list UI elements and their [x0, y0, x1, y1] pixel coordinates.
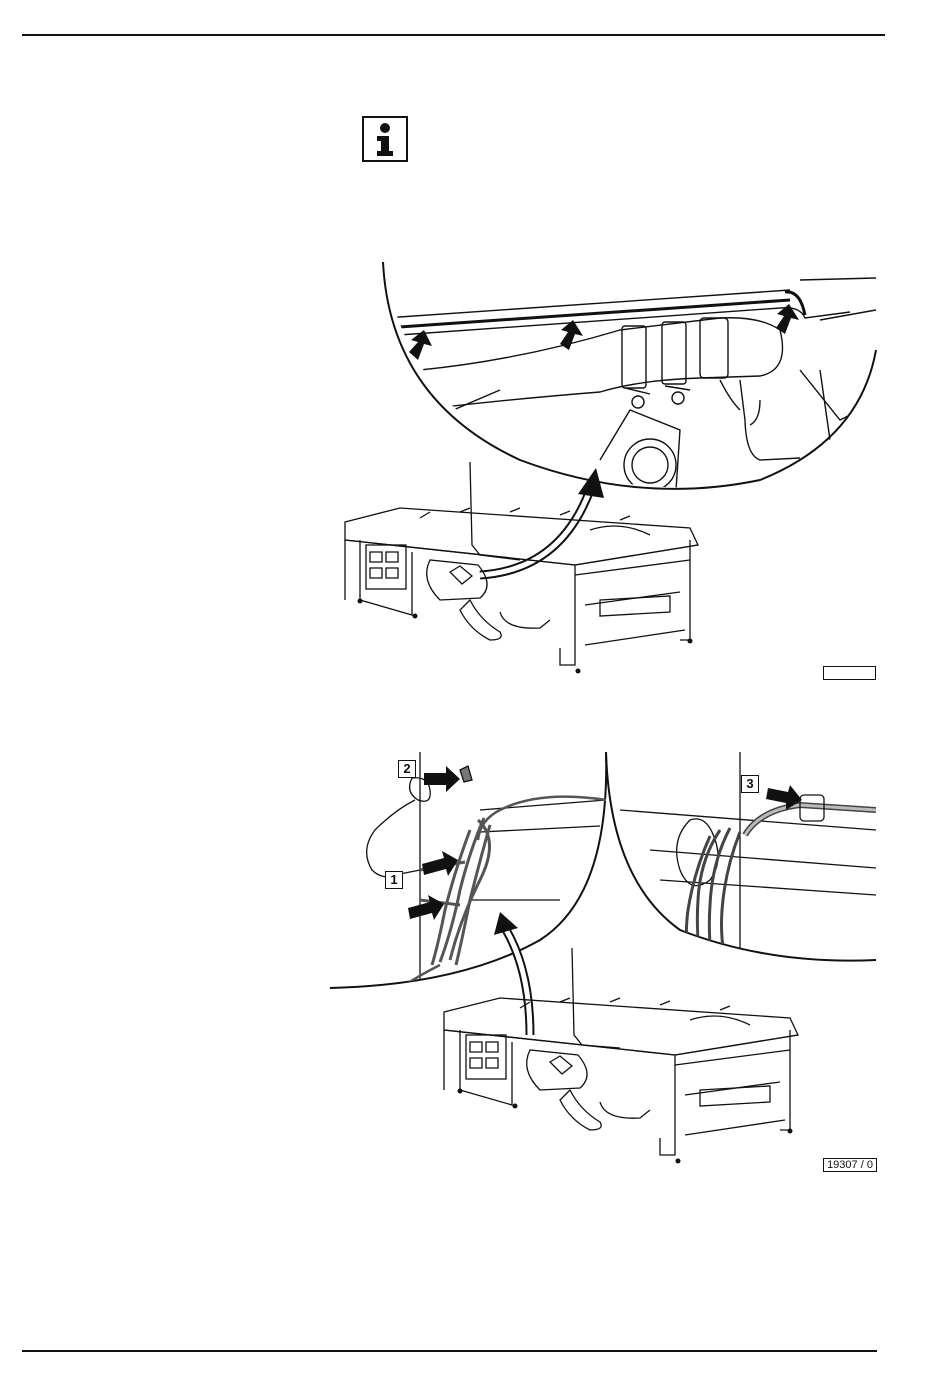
footer-rule	[22, 1350, 877, 1352]
figure-2-reference-label: 19307 / 0	[823, 1158, 877, 1172]
callout-3: 3	[741, 775, 759, 793]
callout-2: 2	[398, 760, 416, 778]
callout-1: 1	[385, 871, 403, 889]
